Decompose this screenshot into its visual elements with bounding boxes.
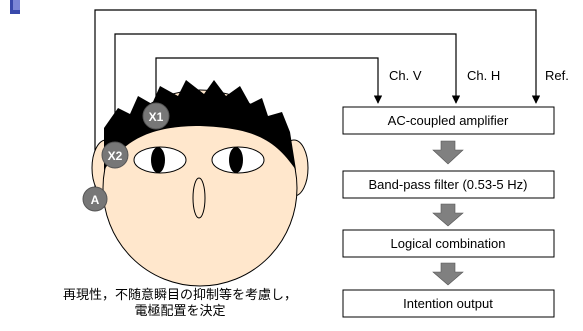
output-block: Intention output: [342, 289, 555, 318]
electrode-a: A: [82, 186, 108, 212]
right-pupil: [229, 147, 243, 173]
channel-v-label: Ch. V: [389, 68, 422, 83]
electrode-placement-note: 再現性，不随意瞬目の抑制等を考慮し， 電極配置を決定: [20, 288, 340, 320]
flow-arrow-3: [432, 262, 464, 286]
ch-v-wire: [155, 57, 383, 116]
channel-h-label: Ch. H: [467, 68, 500, 83]
ref-wire: [94, 9, 541, 193]
left-pupil: [151, 147, 165, 173]
electrode-x2-label: X2: [108, 149, 123, 163]
bandpass-block: Band-pass filter (0.53-5 Hz): [342, 170, 555, 199]
output-block-label: Intention output: [403, 296, 493, 311]
bandpass-block-label: Band-pass filter (0.53-5 Hz): [369, 177, 528, 192]
electrode-x1: X1: [142, 102, 170, 130]
logic-block-label: Logical combination: [391, 236, 506, 251]
note-line-2: 電極配置を決定: [134, 304, 226, 319]
flow-arrow-2: [432, 203, 464, 227]
face-illustration: [91, 80, 309, 287]
note-line-1: 再現性，不随意瞬目の抑制等を考慮し，: [62, 288, 297, 303]
electrode-x1-label: X1: [149, 110, 164, 124]
amplifier-block: AC-coupled amplifier: [342, 106, 555, 135]
nose: [192, 177, 206, 219]
logic-block: Logical combination: [342, 229, 555, 258]
flow-arrow-1: [432, 140, 464, 165]
electrode-a-label: A: [91, 193, 100, 207]
ref-label: Ref.: [545, 68, 569, 83]
electrode-x2: X2: [101, 141, 129, 169]
amplifier-block-label: AC-coupled amplifier: [388, 113, 509, 128]
hair: [104, 80, 296, 170]
accent-bar-shadow: [13, 0, 20, 10]
ch-h-wire: [114, 33, 461, 155]
